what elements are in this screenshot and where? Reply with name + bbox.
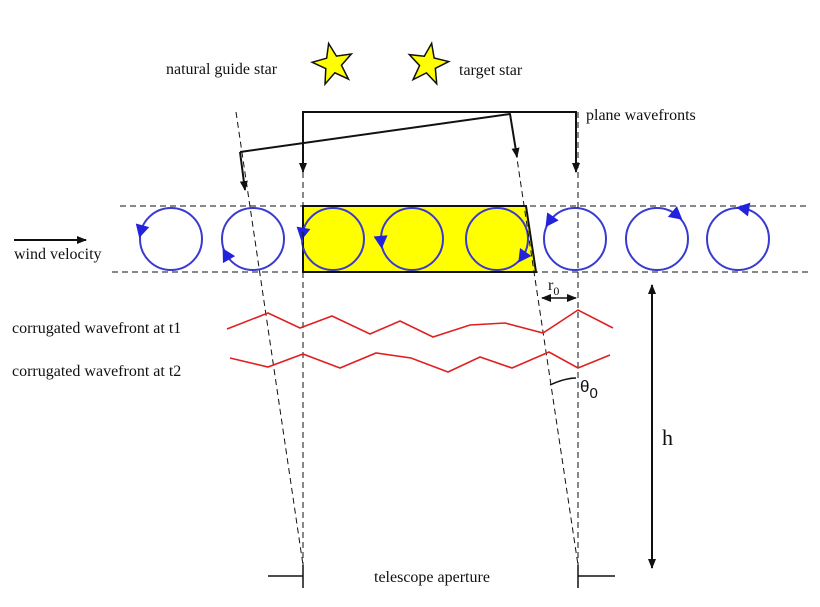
- eddy-circle-icon: [139, 207, 203, 271]
- turbulent-layer: [112, 202, 810, 273]
- corrugated-wavefront-t2-label: corrugated wavefront at t2: [12, 363, 181, 380]
- guide-star-plane-wavefront: [239, 113, 511, 153]
- theta0-subscript: 0: [589, 385, 597, 402]
- telescope-aperture-label: telescope aperture: [374, 569, 490, 586]
- r0-symbol: r: [548, 277, 554, 294]
- corrugated-wavefront-t2: [229, 351, 611, 373]
- target-plane-wavefront: [302, 111, 577, 172]
- eddy-circle-icon: [221, 207, 285, 271]
- guide-arrow-left: [239, 151, 248, 191]
- guide-star-sight-line-right: [509, 111, 579, 566]
- theta0-angle-arc: [549, 377, 577, 386]
- eddy-arrowhead-icon: [135, 223, 150, 238]
- guide-arrow-right: [509, 113, 520, 158]
- theta0-label: θ0: [580, 377, 598, 402]
- r0-subscript: 0: [553, 284, 559, 298]
- natural-guide-star-label: natural guide star: [166, 61, 278, 78]
- eddy-arrowhead-icon: [518, 248, 532, 263]
- eddy-arrowhead-icon: [736, 202, 751, 217]
- guide-star-sight-line-left: [235, 111, 304, 566]
- eddy-circle-icon: [543, 207, 607, 271]
- target-star-label: target star: [459, 62, 523, 79]
- telescope-aperture: [268, 565, 615, 588]
- corrugated-wavefront-t1: [226, 309, 614, 338]
- eddy-circle-icon: [465, 207, 529, 271]
- eddy-arrowhead-icon: [545, 212, 559, 228]
- wind-velocity-label: wind velocity: [14, 246, 102, 263]
- sight-lines: [235, 111, 579, 566]
- beam-footprint: [302, 205, 538, 273]
- r0-label: r0: [548, 277, 559, 298]
- eddy-circle-icon: [625, 207, 689, 271]
- guide-star-icon: [310, 41, 354, 87]
- eddy-arrowhead-icon: [373, 235, 388, 249]
- theta0-symbol: θ: [580, 377, 589, 396]
- eddy-arrowhead-icon: [667, 206, 683, 220]
- eddy-circle-icon: [706, 207, 770, 271]
- turbulent-eddies: [135, 202, 770, 271]
- plane-wavefronts: [239, 111, 580, 191]
- height-label: h: [662, 425, 673, 450]
- target-star-icon: [407, 41, 451, 86]
- eddy-arrowhead-icon: [222, 248, 236, 264]
- corrugated-wavefront-t1-label: corrugated wavefront at t1: [12, 320, 181, 337]
- plane-wavefronts-label: plane wavefronts: [586, 107, 696, 124]
